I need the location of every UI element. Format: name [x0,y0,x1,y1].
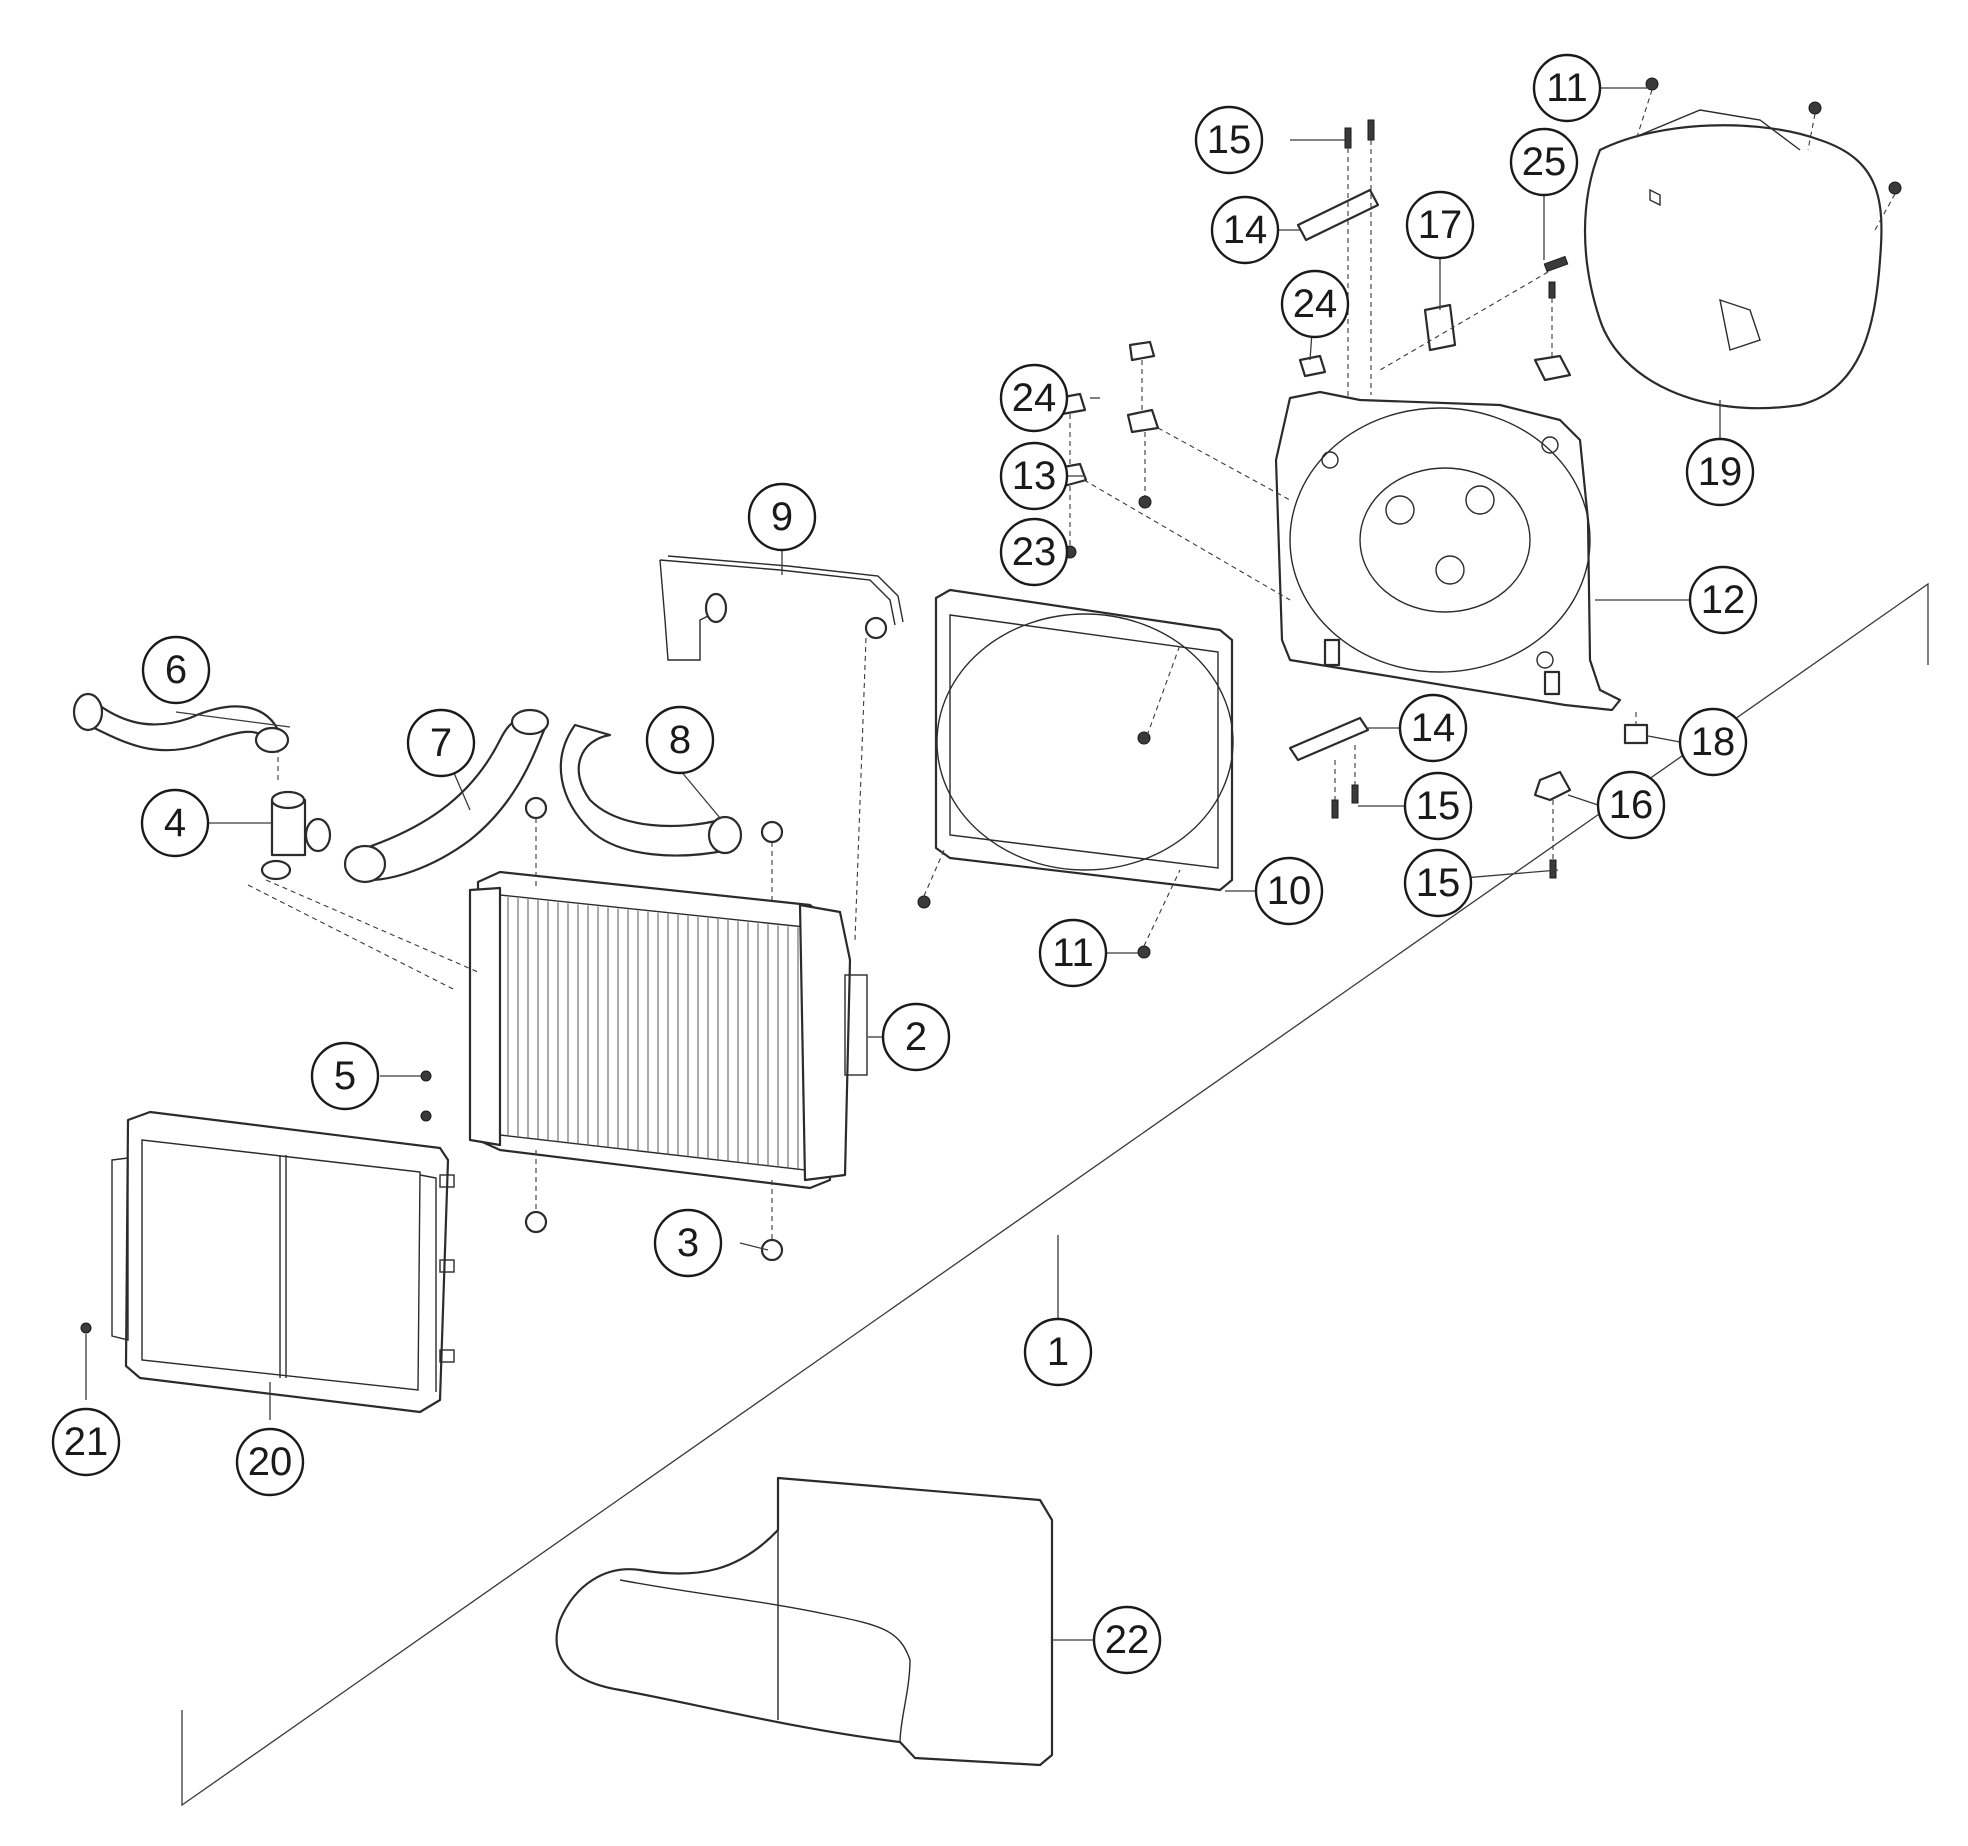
part-7-hose [343,708,550,884]
callout-1: 1 [1023,1317,1093,1387]
callout-2-label: 2 [905,1015,927,1059]
part-9-pipe [659,555,904,941]
callout-11-upper-label: 11 [1546,66,1588,110]
callout-21-label: 21 [64,1420,109,1464]
callouts: 1 2 3 4 5 6 7 8 9 10 11 11 12 13 14 14 1… [51,53,1758,1675]
callout-24-right-label: 24 [1293,282,1338,326]
callout-16-label: 16 [1609,783,1654,827]
part-8-hose [559,723,743,857]
callout-22: 22 [1092,1605,1162,1675]
callout-25-label: 25 [1522,140,1567,184]
callout-10: 10 [1254,856,1324,926]
callout-4-label: 4 [164,801,186,845]
callout-12-label: 12 [1701,578,1746,622]
part-6-upper-hose [72,692,290,754]
callout-23: 23 [999,517,1069,587]
callout-20-label: 20 [248,1440,293,1484]
callout-20: 20 [235,1427,305,1497]
callout-25: 25 [1509,127,1579,197]
callout-11-lower: 11 [1038,918,1108,988]
part-22-air-deflector [555,1476,1054,1767]
callout-16: 16 [1596,770,1666,840]
radiator-fins [507,897,799,1170]
callout-5: 5 [310,1041,380,1111]
callout-14-upper-label: 14 [1223,208,1268,252]
callout-24-right: 24 [1280,269,1350,339]
callout-22-label: 22 [1105,1618,1150,1662]
callout-18: 18 [1678,707,1748,777]
callout-8-label: 8 [669,718,691,762]
callout-15-middle: 15 [1403,771,1473,841]
callout-12: 12 [1688,565,1758,635]
callout-15-bottom-label: 15 [1416,861,1461,905]
callout-3-label: 3 [677,1221,699,1265]
callout-15-top: 15 [1194,105,1264,175]
callout-11-upper: 11 [1532,53,1602,123]
part-2-radiator [380,796,868,1262]
assembly-bracket [181,582,1929,1807]
callout-21: 21 [51,1407,121,1477]
callout-7: 7 [406,708,476,778]
callout-24-left-label: 24 [1012,376,1057,420]
callout-5-label: 5 [334,1054,356,1098]
callout-10-label: 10 [1267,869,1312,913]
callout-4: 4 [140,788,210,858]
callout-17-label: 17 [1418,203,1463,247]
callout-13: 13 [999,441,1069,511]
part-12-fan-housing [1274,390,1622,712]
callout-6-label: 6 [165,648,187,692]
callout-11-lower-label: 11 [1052,931,1094,975]
callout-23-label: 23 [1012,530,1057,574]
callout-6: 6 [141,635,211,705]
callout-14-lower-label: 14 [1411,706,1456,750]
callout-1-label: 1 [1047,1330,1069,1374]
callout-2: 2 [881,1002,951,1072]
callout-15-bottom: 15 [1403,848,1473,918]
callout-3: 3 [653,1208,723,1278]
callout-18-label: 18 [1691,720,1736,764]
callout-8: 8 [645,705,715,775]
part-20-front-frame [80,1110,455,1420]
callout-17: 17 [1405,190,1475,260]
callout-19-label: 19 [1698,450,1743,494]
callout-15-middle-label: 15 [1416,784,1461,828]
callout-15-top-label: 15 [1207,118,1252,162]
part-10-shroud-frame [917,588,1234,959]
callout-19: 19 [1685,437,1755,507]
callout-7-label: 7 [430,721,452,765]
callout-14-lower: 14 [1398,693,1468,763]
callout-14-upper: 14 [1210,195,1280,265]
part-19-rear-cover [1583,109,1883,410]
callout-9-label: 9 [771,495,793,539]
callout-24-left: 24 [999,363,1069,433]
callout-9: 9 [747,482,817,552]
part-4-hose-fitting [260,752,332,881]
small-fasteners [1056,77,1902,879]
callout-13-label: 13 [1012,454,1057,498]
leader-lines [175,87,1721,1641]
